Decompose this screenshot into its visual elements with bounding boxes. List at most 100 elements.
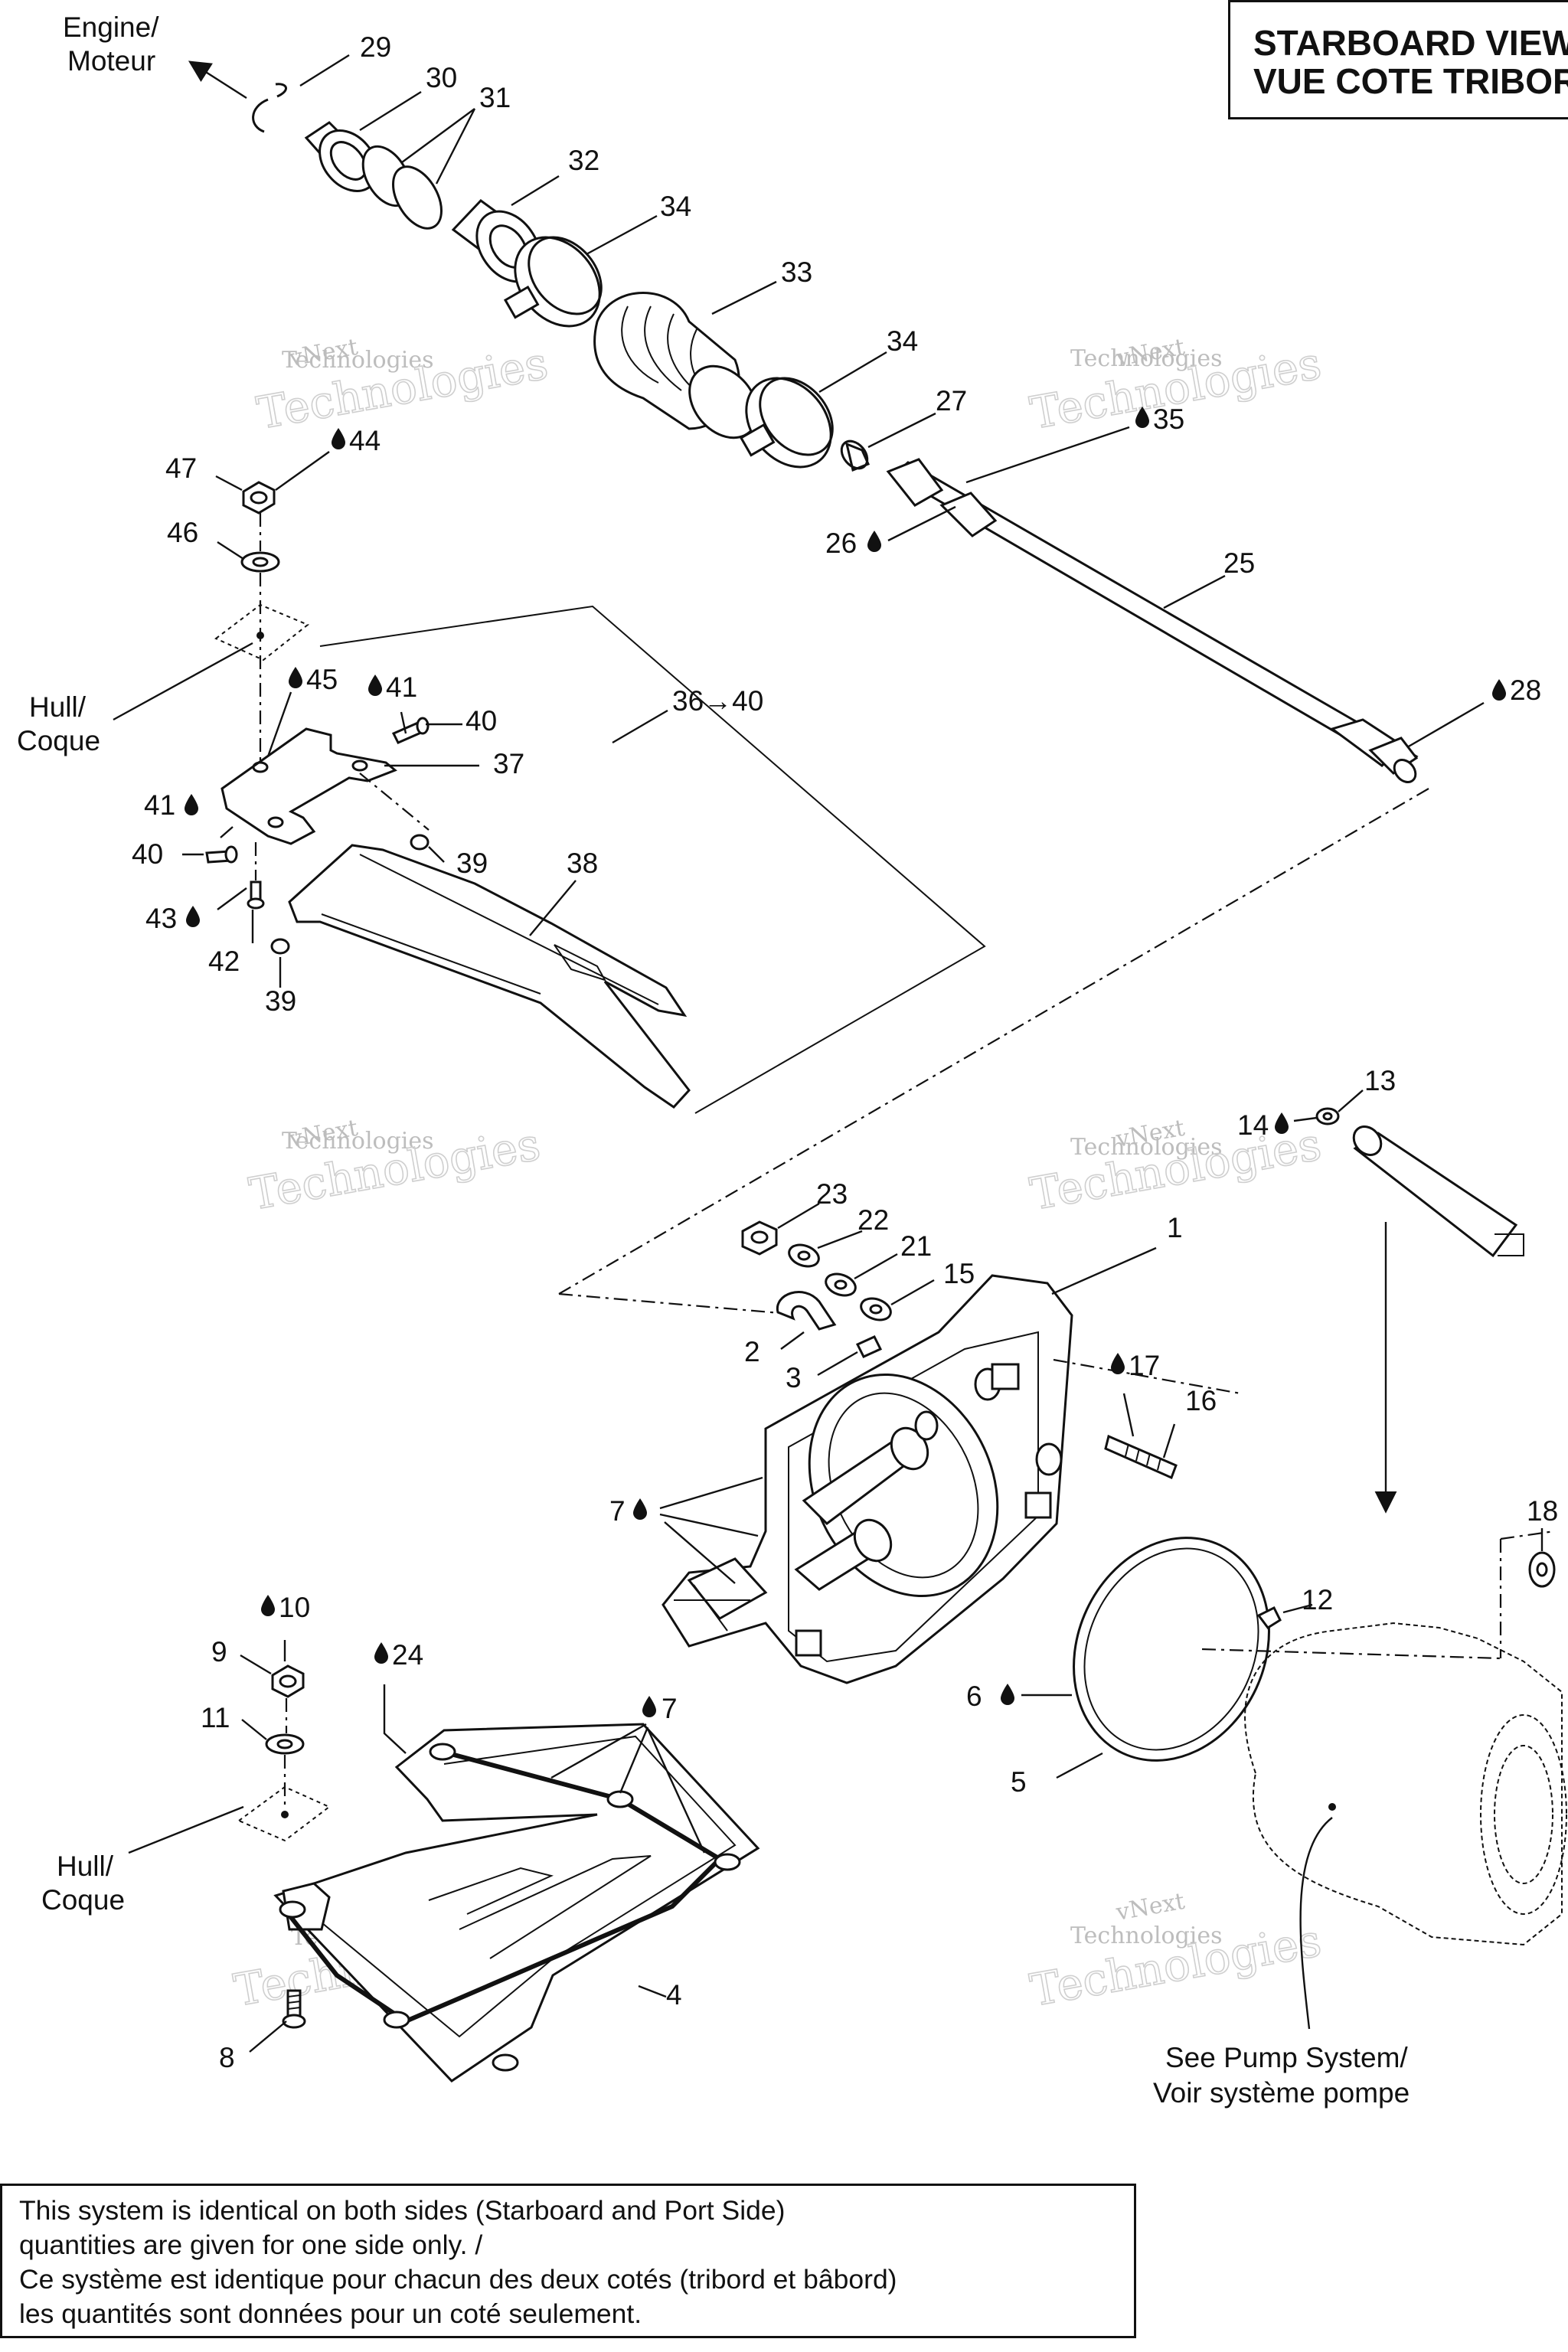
washer-21	[825, 1272, 857, 1297]
callout-27: 27	[936, 385, 967, 416]
oil-drop-icon	[1001, 1684, 1014, 1705]
leader-29	[299, 54, 350, 87]
leader-47	[215, 475, 243, 492]
screw-8	[282, 1989, 306, 2029]
callout-8: 8	[219, 2042, 235, 2073]
callout-47: 47	[165, 452, 197, 484]
callout-40-left: 40	[132, 838, 163, 870]
note-box: This system is identical on both sides (…	[0, 2184, 1136, 2338]
leader-11	[241, 1719, 267, 1740]
hull-mount-point-top	[214, 603, 309, 662]
callout-35: 35	[1153, 403, 1184, 435]
drive-shaft-25	[886, 458, 1419, 783]
callout-31: 31	[479, 82, 511, 113]
leader-16	[1162, 1423, 1176, 1459]
leader-35	[965, 426, 1130, 484]
leader-7-bottom	[550, 1723, 706, 1854]
leader-44	[275, 451, 330, 491]
leader-46	[217, 541, 244, 560]
callout-39-bottom: 39	[265, 985, 296, 1017]
callout-3: 3	[786, 1362, 802, 1393]
callout-7-top: 7	[609, 1495, 626, 1527]
nut-39-bottom	[270, 938, 290, 955]
washer-15	[860, 1297, 892, 1321]
leader-34-top	[586, 214, 658, 256]
callout-15: 15	[943, 1258, 975, 1289]
leader-hull-bottom	[128, 1805, 244, 1854]
hull-label-top: Hull/	[29, 691, 87, 723]
assembly-line-39	[359, 773, 430, 831]
leader-21	[854, 1253, 898, 1280]
callout-24: 24	[392, 1639, 423, 1671]
leader-12	[1282, 1603, 1313, 1614]
seal-ring-5	[1073, 1537, 1270, 1762]
washer-22	[788, 1243, 820, 1268]
snap-ring-29	[252, 83, 287, 133]
callout-1: 1	[1167, 1212, 1183, 1243]
leader-33	[711, 280, 777, 315]
callout-21: 21	[900, 1230, 932, 1262]
leader-41-top	[400, 711, 407, 734]
spacer-tube	[1352, 1125, 1524, 1258]
oil-drop-icon	[1275, 1112, 1289, 1134]
shaft-alignment-line	[558, 788, 1429, 1295]
leader-1	[1051, 1246, 1157, 1295]
callout-17: 17	[1129, 1350, 1160, 1381]
callout-25: 25	[1223, 547, 1255, 579]
washer-11	[265, 1733, 305, 1755]
leader-27	[867, 412, 936, 449]
callout-38: 38	[567, 848, 598, 879]
intake-grate-4	[273, 1723, 760, 2082]
leader-14	[1293, 1116, 1318, 1122]
leader-5	[1056, 1752, 1103, 1779]
screw-40-left	[205, 845, 238, 864]
callout-28: 28	[1510, 675, 1541, 706]
alignment-13-14	[1053, 1358, 1241, 1395]
leader-8	[249, 2020, 287, 2053]
oil-drop-icon	[261, 1595, 275, 1616]
svg-text:Technologies: Technologies	[282, 1128, 434, 1155]
callout-23: 23	[816, 1178, 848, 1210]
clamp-34-top	[503, 236, 603, 328]
leader-26	[887, 505, 956, 542]
view-title-fr: VUE COTE TRIBORD	[1253, 61, 1568, 101]
leader-30	[359, 90, 422, 132]
leader-25	[1163, 574, 1226, 609]
nut-39-top	[410, 834, 430, 851]
callout-41-top: 41	[386, 671, 417, 703]
oil-drop-icon	[186, 906, 200, 927]
oil-drop-icon	[368, 675, 382, 696]
coque-label-bottom: Coque	[41, 1884, 125, 1916]
leader-9	[240, 1654, 272, 1675]
leader-pump	[1299, 1817, 1333, 2030]
callout-32: 32	[568, 145, 599, 176]
oil-drop-icon	[289, 667, 302, 688]
screw-42	[247, 880, 265, 910]
moteur-label: Moteur	[67, 45, 155, 77]
leader-hull-top	[113, 642, 253, 721]
nut-47	[242, 481, 276, 514]
watermark-mid-left: vNext Technologies Technologies	[245, 1115, 544, 1221]
pump-reference-label: See Pump System/	[1165, 2042, 1408, 2073]
callout-42: 42	[208, 946, 240, 977]
stud-16	[1104, 1434, 1178, 1480]
callout-16: 16	[1185, 1385, 1217, 1416]
watermark-top-right: vNext Technologies Technologies	[1026, 334, 1325, 440]
clamp-34-bottom	[739, 377, 834, 469]
o-ring-31b	[392, 165, 443, 230]
callout-29: 29	[360, 31, 391, 63]
leader-15	[890, 1279, 935, 1306]
callout-30: 30	[426, 62, 457, 93]
support-bracket-37	[220, 727, 397, 845]
leader-3	[817, 1351, 858, 1377]
callout-4: 4	[666, 1979, 682, 2011]
note-line-4: les quantités sont données pour un coté …	[19, 2298, 642, 2329]
oil-drop-icon	[374, 1642, 388, 1664]
hull-mount-point-bottom	[237, 1785, 331, 1842]
oil-drop-icon	[867, 531, 881, 552]
watermark-top-left: vNext Technologies Technologies	[253, 334, 552, 440]
leader-39-top	[428, 846, 445, 863]
screw-40-top	[391, 717, 430, 744]
callout-10: 10	[279, 1592, 310, 1623]
ride-plate-housing-1	[662, 1274, 1073, 1684]
